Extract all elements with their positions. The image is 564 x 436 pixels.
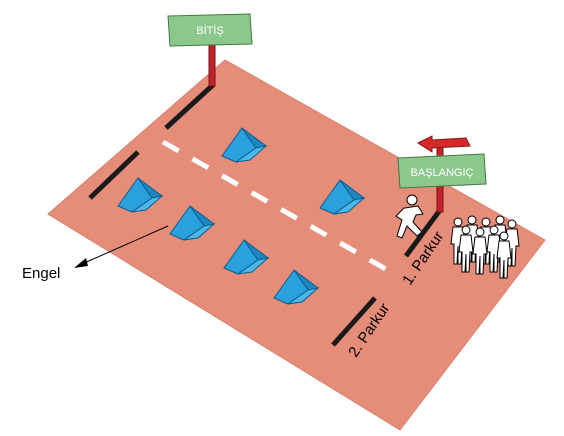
start-sign: BAŞLANGIÇ (397, 135, 487, 213)
tent-obstacle-icon (169, 205, 216, 241)
finish-sign-pole (208, 39, 216, 87)
obstacle-callout-arrow (74, 225, 169, 268)
tent-obstacle-icon (319, 179, 366, 215)
left-arrow-icon (416, 135, 471, 153)
finish-line-lane-2 (88, 150, 140, 200)
obstacle-callout-label: Engel (22, 265, 60, 282)
standing-people-icon (450, 215, 520, 279)
finish-sign: BİTİŞ (167, 13, 253, 87)
start-sign-board (397, 153, 487, 189)
tent-obstacle-icon (273, 269, 320, 305)
start-line-lane-1 (403, 208, 443, 258)
finish-sign-board (167, 13, 253, 47)
race-field (47, 59, 546, 431)
lane-divider (161, 139, 400, 279)
start-line-lane-2 (331, 296, 377, 347)
tent-obstacle-icon (221, 127, 268, 163)
tent-obstacle-icon (223, 239, 270, 275)
running-person-icon (395, 194, 424, 239)
finish-line-lane-1 (164, 82, 216, 130)
finish-sign-label: BİTİŞ (196, 24, 224, 37)
start-sign-label: BAŞLANGIÇ (411, 167, 474, 179)
tent-obstacle-icon (117, 177, 164, 213)
